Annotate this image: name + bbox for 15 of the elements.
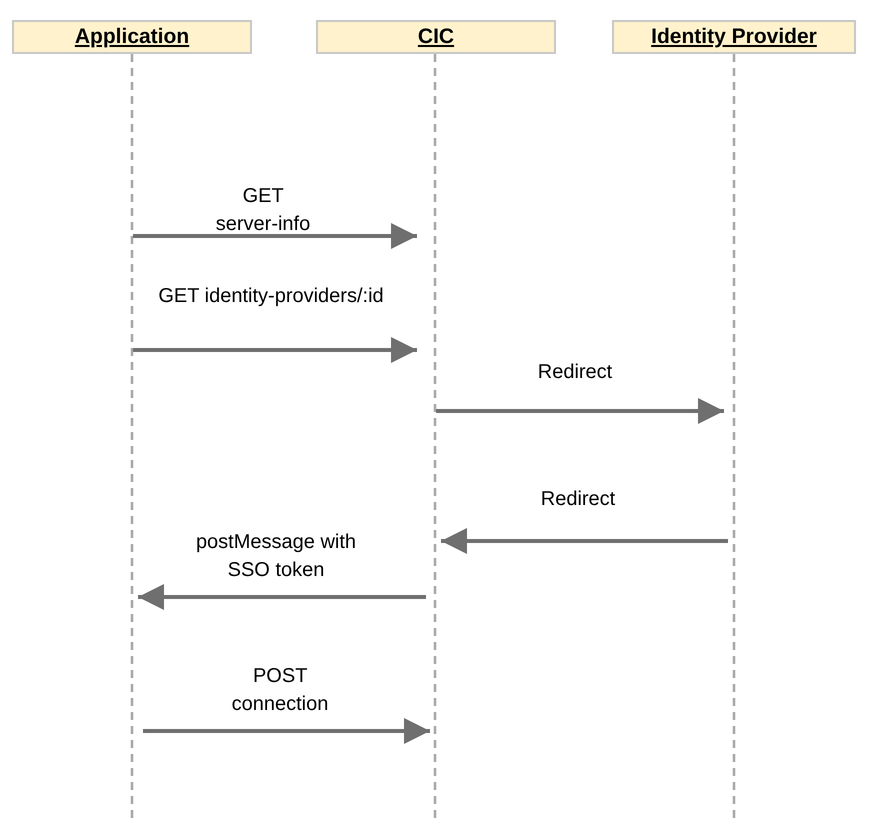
message-label: GET server-info bbox=[214, 184, 312, 237]
participant-name: Application bbox=[74, 25, 190, 49]
message-arrow bbox=[133, 223, 417, 249]
message-arrow bbox=[143, 718, 430, 744]
message-arrow bbox=[441, 528, 728, 554]
message-label: Redirect bbox=[536, 360, 614, 385]
message-label: POST connection bbox=[230, 664, 330, 717]
message-arrow bbox=[436, 398, 724, 424]
message-label: postMessage with SSO token bbox=[194, 530, 358, 583]
message-arrow bbox=[138, 584, 426, 610]
message-label: GET identity-providers/:id bbox=[157, 284, 385, 309]
participant-name: Identity Provider bbox=[651, 25, 817, 49]
message-label: Redirect bbox=[540, 487, 616, 512]
message-arrow bbox=[133, 337, 417, 363]
participant-name: CIC bbox=[418, 25, 454, 49]
